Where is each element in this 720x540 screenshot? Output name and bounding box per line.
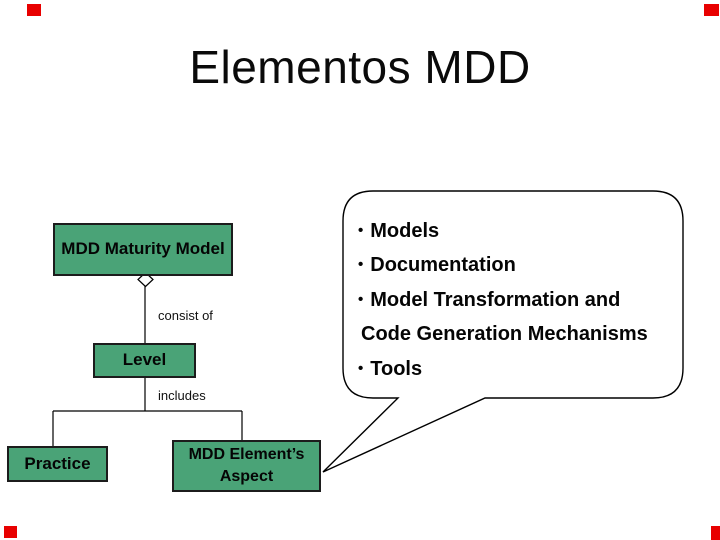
bullet-icon: • (358, 256, 364, 273)
speech-bubble-shape (322, 190, 684, 473)
bullet-icon: • (358, 360, 364, 377)
bullet-icon: • (358, 291, 364, 308)
corner-mark-top-right (704, 4, 719, 16)
bullet-icon: • (358, 222, 364, 239)
box-mdd-maturity-model-label: MDD Maturity Model (61, 239, 225, 259)
callout-item-tools-text: Tools (370, 358, 423, 380)
callout-item-model-transformation-text: Model Transformation and (370, 289, 621, 311)
callout-item-tools: • Tools (358, 359, 422, 379)
box-practice-label: Practice (24, 453, 91, 473)
relation-label-consist-of: consist of (158, 308, 213, 323)
box-level: Level (93, 343, 196, 378)
corner-mark-bottom-left (4, 526, 17, 538)
box-mdd-elements-aspect-label: MDD Element’s Aspect (188, 446, 305, 485)
callout-item-documentation-text: Documentation (370, 254, 516, 276)
callout-item-documentation: • Documentation (358, 255, 516, 275)
callout-item-model-transformation: • Model Transformation and (358, 290, 620, 310)
box-mdd-maturity-model: MDD Maturity Model (53, 223, 233, 276)
box-mdd-elements-aspect: MDD Element’s Aspect (172, 440, 321, 492)
corner-mark-top-left (27, 4, 41, 16)
aggregation-diamond (137, 271, 154, 288)
callout-item-code-generation: Code Generation Mechanisms (361, 324, 648, 344)
relation-label-includes: includes (158, 388, 206, 403)
callout-item-code-generation-text: Code Generation Mechanisms (361, 323, 648, 345)
corner-mark-bottom-right (711, 526, 720, 540)
callout-item-models-text: Models (370, 220, 440, 242)
box-practice: Practice (7, 446, 108, 482)
box-level-label: Level (122, 350, 167, 370)
callout-item-models: • Models (358, 221, 439, 241)
slide-title: Elementos MDD (189, 41, 531, 93)
